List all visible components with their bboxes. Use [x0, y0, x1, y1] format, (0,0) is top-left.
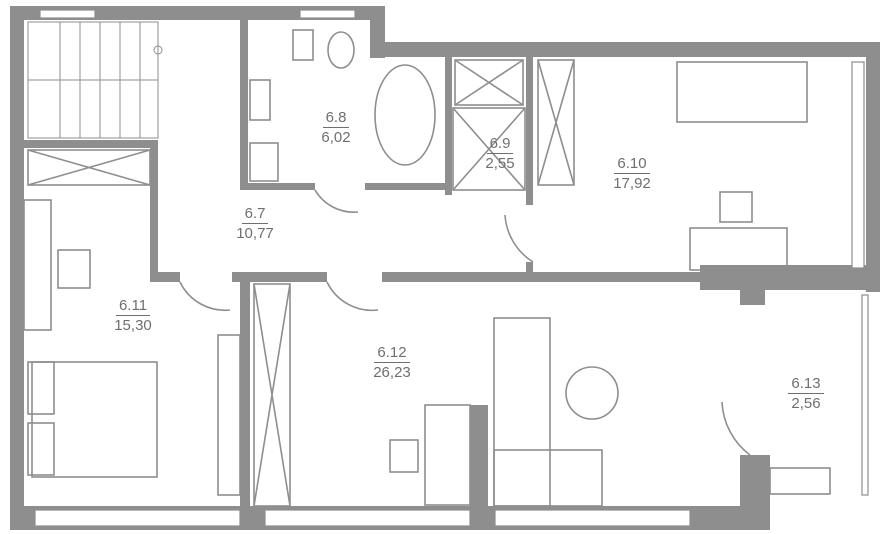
room-number: 6.11 [115, 296, 151, 316]
furniture [23, 29, 831, 507]
room-area: 26,23 [373, 364, 411, 381]
room-number: 6.8 [322, 108, 350, 128]
room-number: 6.12 [374, 343, 410, 363]
windows [34, 9, 869, 527]
room-number: 6.10 [614, 154, 650, 174]
room-area: 17,92 [613, 175, 651, 192]
room-area: 2,55 [485, 155, 515, 172]
room-area: 2,56 [791, 395, 821, 412]
room-number: 6.13 [788, 374, 824, 394]
room-number: 6.7 [241, 204, 269, 224]
room-area: 6,02 [321, 129, 351, 146]
room-number: 6.9 [486, 134, 514, 154]
stairs [27, 21, 163, 139]
room-area: 10,77 [236, 225, 274, 242]
room-area: 15,30 [114, 317, 152, 334]
